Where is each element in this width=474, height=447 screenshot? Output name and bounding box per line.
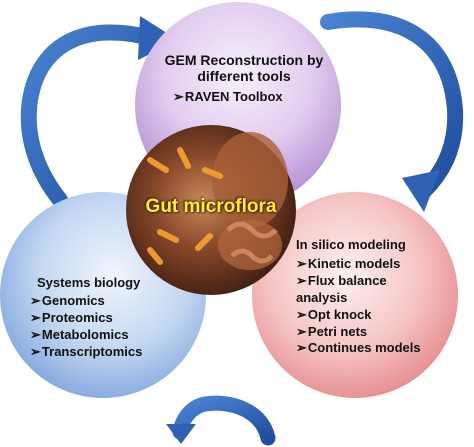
list-item: ➢Continues models [296, 340, 421, 356]
list-item: ➢Metabolomics [30, 326, 129, 342]
bullet-arrow-icon: ➢ [296, 272, 307, 288]
bullet-arrow-icon: ➢ [30, 293, 41, 308]
list-item: ➢Kinetic models [296, 256, 401, 271]
bullet-arrow-icon: ➢ [296, 306, 307, 322]
arrow-bottom [166, 395, 276, 446]
bullet-arrow-icon: ➢ [296, 323, 307, 339]
left-circle-list: ➢Genomics ➢Proteomics ➢Metabolomics ➢Tra… [30, 293, 142, 361]
bullet-arrow-icon: ➢ [296, 340, 307, 356]
gut-microflora-image [126, 125, 296, 295]
top-title-line1: GEM Reconstruction by [164, 52, 324, 68]
list-item: ➢RAVEN Toolbox [173, 89, 283, 104]
list-item: ➢Petri nets [296, 323, 368, 339]
left-circle-title: Systems biology [37, 275, 141, 290]
list-item-continuation: analysis [296, 289, 348, 305]
bullet-arrow-icon: ➢ [173, 89, 184, 104]
right-circle [252, 192, 458, 398]
bullet-arrow-icon: ➢ [30, 309, 41, 325]
list-item: ➢Flux balance [296, 272, 387, 288]
arrow-top-right [320, 11, 464, 212]
bullet-arrow-icon: ➢ [296, 256, 307, 271]
top-circle-list: ➢RAVEN Toolbox [173, 89, 283, 105]
list-item: ➢Proteomics [30, 309, 113, 325]
list-item: ➢Opt knock [296, 306, 372, 322]
list-item: ➢Transcriptomics [30, 343, 143, 359]
bullet-arrow-icon: ➢ [30, 326, 41, 342]
list-item: ➢Genomics [30, 293, 105, 308]
arrow-top-left [20, 16, 178, 208]
center-label: Gut microflora [145, 196, 277, 217]
right-circle-title: In silico modeling [296, 237, 406, 252]
bullet-arrow-icon: ➢ [30, 343, 41, 359]
top-title-line2: different tools [197, 67, 291, 84]
right-circle-list: ➢Kinetic models ➢Flux balance analysis ➢… [296, 256, 421, 357]
top-circle-title: GEM Reconstruction by different tools [162, 52, 326, 84]
